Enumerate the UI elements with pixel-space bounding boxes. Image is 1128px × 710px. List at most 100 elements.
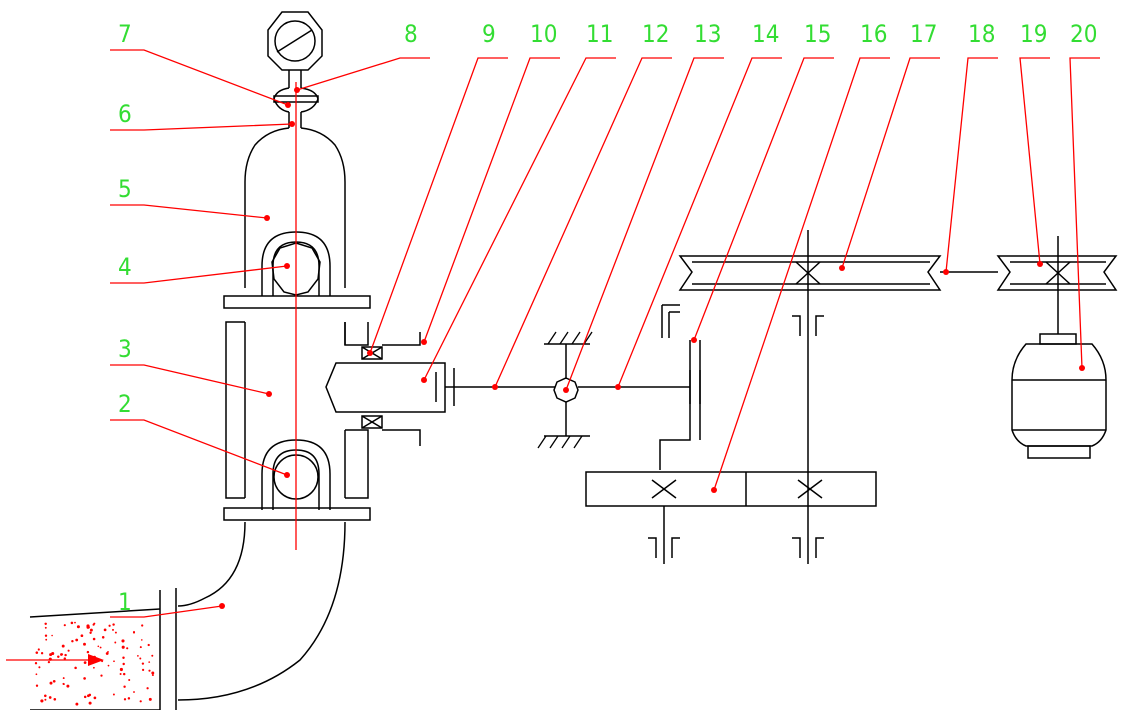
material-particle (75, 702, 79, 706)
material-particle (52, 679, 56, 683)
part-label-8: 8 (404, 20, 418, 48)
leader-14 (617, 57, 782, 388)
material-particle (114, 641, 117, 644)
material-particle (103, 628, 107, 632)
material-particle (51, 634, 53, 637)
material-particle (74, 621, 76, 624)
part-label-19: 19 (1020, 20, 1047, 48)
material-particle (83, 677, 86, 680)
pressure-gauge (267, 11, 323, 88)
part-label-10: 10 (530, 20, 557, 48)
part-label-3: 3 (118, 335, 132, 363)
material-particle (122, 656, 125, 659)
material-particle (151, 674, 154, 677)
leader-19 (1019, 57, 1050, 265)
material-particle (113, 660, 115, 663)
material-particle (44, 694, 47, 698)
material-particle (86, 624, 90, 628)
material-particle (44, 622, 47, 626)
drive-pulley (940, 236, 1118, 334)
leader-4 (110, 265, 288, 284)
part-label-14: 14 (752, 20, 779, 48)
leader-13 (565, 57, 724, 391)
material-particle (141, 624, 144, 627)
material-particle (93, 666, 95, 669)
material-particle (57, 655, 60, 659)
part-labels: 1 2 3 4 5 6 7 8 9 10 11 12 13 14 15 16 1… (118, 20, 1097, 616)
leader-18 (945, 57, 998, 273)
material-particle (148, 697, 152, 701)
material-particle (128, 678, 131, 682)
material-particle (61, 653, 64, 656)
material-particle (83, 661, 87, 664)
middle-housing (225, 321, 421, 499)
material-particle (53, 698, 57, 701)
material-particle (76, 625, 80, 629)
lower-bearing (223, 439, 371, 521)
material-particle (87, 694, 90, 698)
material-particle (119, 667, 123, 672)
material-particle (35, 673, 38, 676)
material-particle (71, 639, 74, 643)
material-particle (123, 685, 126, 688)
material-particle (34, 662, 38, 665)
part-label-7: 7 (118, 20, 132, 48)
leader-17 (841, 57, 940, 269)
material-particle (140, 639, 143, 641)
part-label-13: 13 (694, 20, 721, 48)
material-particle (126, 647, 129, 650)
part-label-6: 6 (118, 100, 132, 128)
material-particle (75, 638, 79, 642)
material-particle (47, 660, 51, 664)
material-particle (80, 634, 84, 638)
material-particle (112, 623, 115, 626)
leader-6 (110, 123, 293, 131)
material-particle (112, 693, 115, 696)
material-particle (45, 638, 48, 641)
material-particle (86, 650, 90, 654)
rotor-shaft (325, 362, 560, 413)
material-particle (37, 648, 40, 651)
part-label-12: 12 (642, 20, 669, 48)
material-particle (141, 662, 145, 665)
material-particle (61, 644, 65, 648)
material-particle (62, 682, 65, 685)
leader-5 (110, 204, 268, 219)
part-label-17: 17 (910, 20, 937, 48)
material-particle (123, 698, 127, 701)
material-particle (64, 653, 67, 657)
leader-12 (494, 57, 672, 388)
inlet-elbow (29, 521, 346, 710)
material-particle (121, 645, 125, 649)
material-particle (108, 624, 111, 627)
material-particle (112, 628, 114, 631)
material-particle (114, 631, 117, 634)
material-particle (121, 639, 125, 643)
material-particle (151, 654, 154, 657)
top-housing (223, 127, 371, 309)
material-particle (132, 631, 136, 634)
material-particle (40, 699, 44, 703)
gear-train (585, 230, 942, 564)
motor (1011, 333, 1107, 459)
material-particle (83, 695, 87, 699)
material-particle (146, 687, 149, 690)
material-particle (107, 651, 109, 653)
material-particle (63, 624, 66, 627)
part-label-16: 16 (860, 20, 887, 48)
leader-11 (423, 57, 616, 381)
material-particle (105, 652, 109, 655)
material-particle (122, 662, 125, 666)
material-particle (107, 664, 110, 667)
part-label-9: 9 (482, 20, 496, 48)
part-label-4: 4 (118, 253, 132, 281)
leader-15 (693, 57, 834, 341)
material-particle (101, 636, 105, 639)
leader-10 (423, 57, 560, 343)
leader-1 (110, 605, 223, 618)
leader-9 (369, 57, 508, 354)
material-particle (44, 626, 47, 629)
material-particles (34, 621, 155, 706)
material-particle (151, 671, 155, 675)
